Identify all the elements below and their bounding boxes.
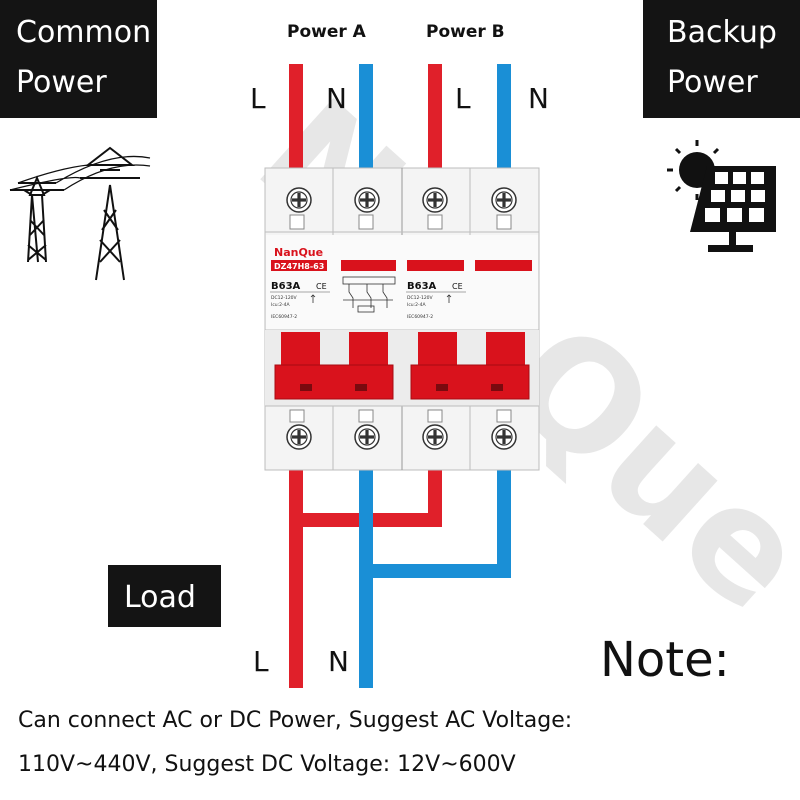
common-power-line1: Common <box>16 15 152 50</box>
power-a-label: Power A <box>287 22 367 42</box>
spec-right-2: Icu:2-4A <box>407 302 427 308</box>
breaker-brand: NanQue <box>274 246 323 259</box>
note-line-1: Can connect AC or DC Power, Suggest AC V… <box>18 708 573 733</box>
solar-panel-icon <box>690 166 776 252</box>
wire-label-n-load: N <box>328 645 349 678</box>
wire-label-n-a: N <box>326 82 347 115</box>
spec-right-3: IEC60947-2 <box>407 314 433 320</box>
circuit-breaker: NanQue DZ47H8-63 B63A CE B63A CE DC12-12… <box>264 167 540 471</box>
breaker-rating-left: B63A <box>271 281 301 292</box>
backup-power-label: Backup Power <box>643 0 800 118</box>
note-title: Note: <box>600 632 730 688</box>
spec-right-1: DC12-120V <box>407 295 434 301</box>
spec-left-2: Icu:2-4A <box>271 302 291 308</box>
power-b-label: Power B <box>426 22 505 42</box>
wire-label-l-b: L <box>455 82 471 115</box>
wire-label-n-b: N <box>528 82 549 115</box>
breaker-model: DZ47H8-63 <box>274 262 324 271</box>
breaker-rating-right: B63A <box>407 281 437 292</box>
spec-left-3: IEC60947-2 <box>271 314 297 320</box>
ce-mark-right: CE <box>452 282 463 291</box>
note-line-2: 110V~440V, Suggest DC Voltage: 12V~600V <box>18 752 516 777</box>
load-wiring <box>289 470 511 688</box>
power-tower-icon <box>9 146 151 281</box>
wire-label-l-load: L <box>253 645 269 678</box>
load-text: Load <box>124 580 196 615</box>
load-label: Load <box>108 565 221 627</box>
common-power-line2: Power <box>16 65 107 100</box>
spec-left-1: DC12-120V <box>271 295 298 301</box>
switch-symbol-icon <box>342 276 396 313</box>
ce-mark-left: CE <box>316 282 327 291</box>
supply-wiring <box>289 64 511 170</box>
backup-power-line2: Power <box>667 65 758 100</box>
wire-label-l-a: L <box>250 82 266 115</box>
common-power-label: Common Power <box>0 0 157 118</box>
backup-power-line1: Backup <box>667 15 777 50</box>
